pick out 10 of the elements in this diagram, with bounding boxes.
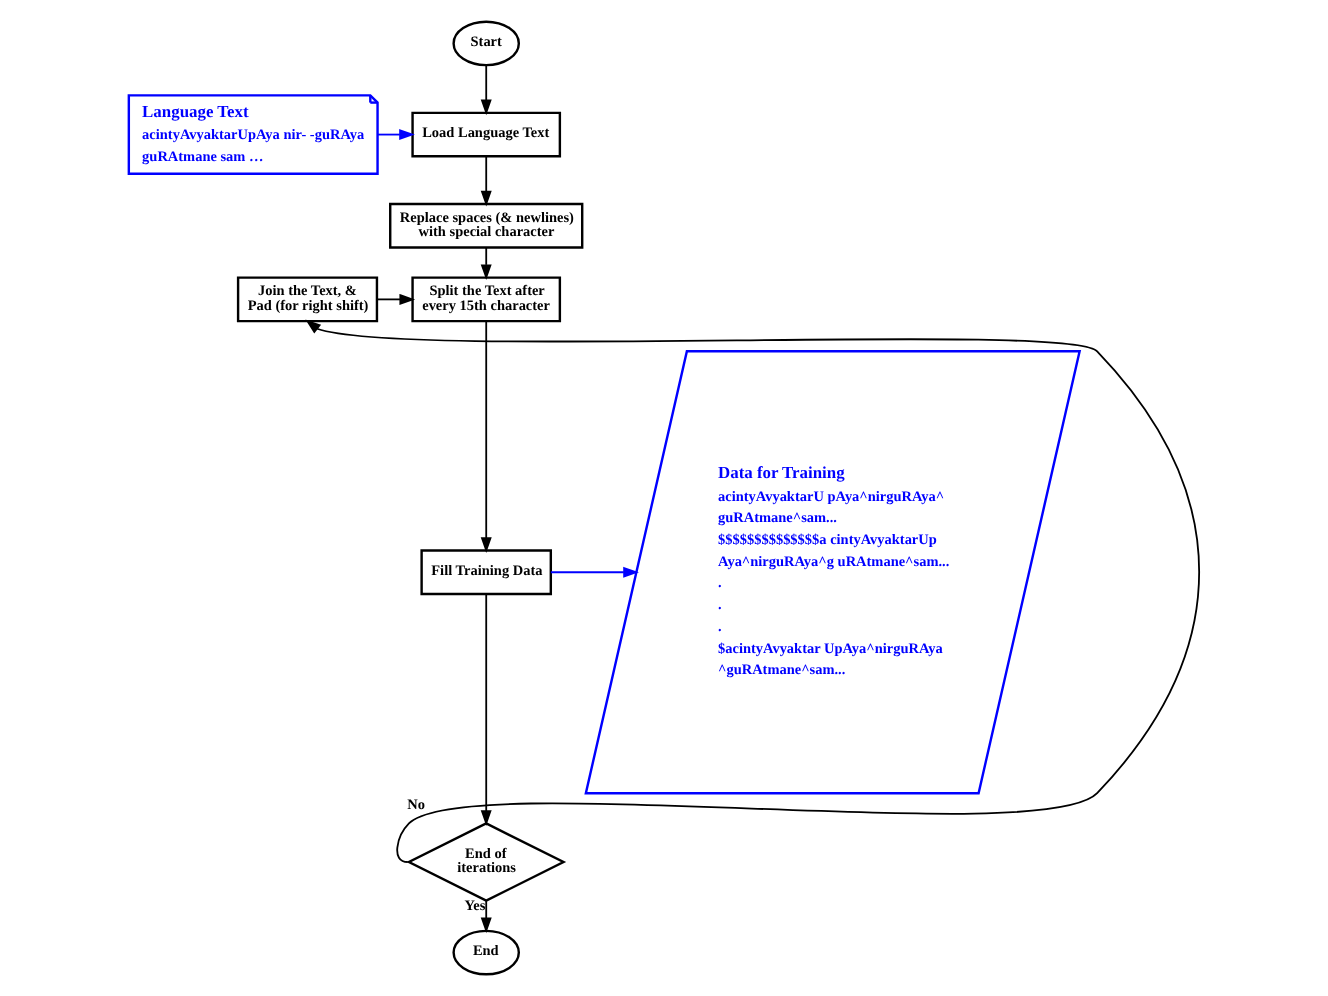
arrow [480,320,492,553]
arrow [480,64,492,116]
arrow [480,900,492,934]
arrow [480,246,492,281]
arrow [377,129,415,141]
arrow [549,566,639,578]
arrow [480,155,492,207]
arrow [480,593,492,826]
arrow [376,293,416,305]
arrow [305,319,1201,863]
